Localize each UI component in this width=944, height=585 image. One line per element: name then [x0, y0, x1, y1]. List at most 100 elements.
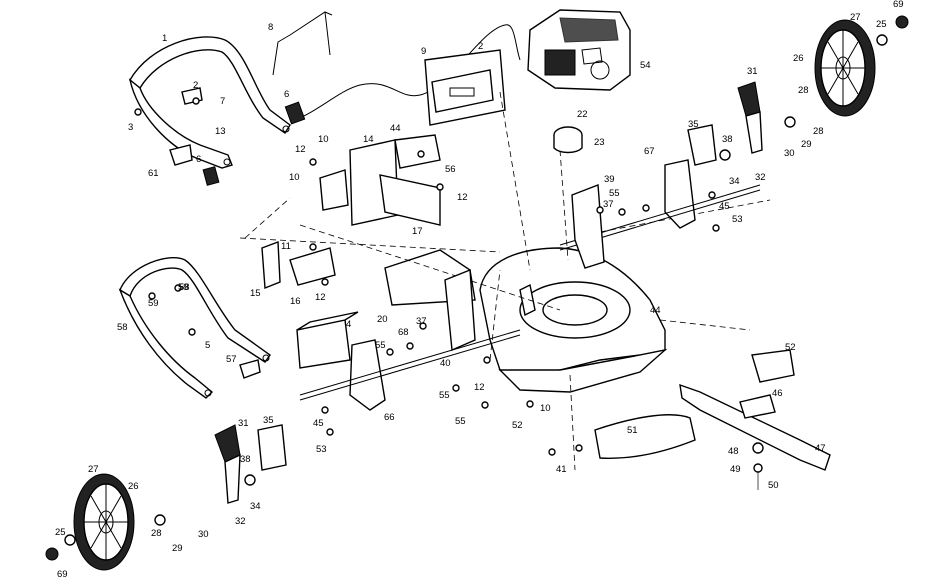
callout: 34: [250, 501, 261, 512]
callout: 61: [148, 168, 159, 179]
callout: 55: [609, 188, 620, 199]
height-adjuster-lever-rear: [737, 81, 763, 154]
height-adjust-plates: [444, 184, 605, 352]
callout: 32: [755, 172, 766, 183]
callout: 16: [290, 296, 301, 307]
callout: 59: [178, 282, 189, 293]
rear-wheel: [814, 19, 876, 117]
callout: 53: [732, 214, 743, 225]
left-axle-bracket: [299, 329, 521, 411]
callout: 29: [172, 543, 183, 554]
callout: 10: [540, 403, 551, 414]
callout: 14: [363, 134, 374, 145]
callout: 10: [289, 172, 300, 183]
discharge-chute: [296, 311, 359, 369]
callout: 27: [850, 12, 861, 23]
callout: 46: [772, 388, 783, 399]
blade-adapter: [739, 394, 776, 419]
callout: 34: [729, 176, 740, 187]
callout: 25: [55, 527, 66, 538]
callout: 37: [603, 199, 614, 210]
callout: 50: [768, 480, 779, 491]
callout: 67: [644, 146, 655, 157]
wheel-hardware: [45, 15, 909, 561]
callout: 55: [455, 416, 466, 427]
callout: 17: [412, 226, 423, 237]
mower-deck: [479, 247, 668, 393]
callout: 31: [238, 418, 249, 429]
callout: 66: [384, 412, 395, 423]
handle-brackets: [169, 87, 306, 379]
height-adjuster-lever-front: [214, 424, 241, 504]
callout: 1: [162, 33, 167, 44]
alignment-lines: [239, 91, 771, 471]
callout: 11: [281, 241, 291, 252]
upper-handle: [128, 36, 291, 169]
callout: 10: [318, 134, 329, 145]
callout: 44: [650, 305, 661, 316]
callout: 2: [478, 41, 483, 52]
callout: 55: [375, 340, 386, 351]
callout: 26: [793, 53, 804, 64]
blade-hardware: [752, 442, 764, 490]
callout: 28: [151, 528, 162, 539]
callout: 55: [439, 390, 450, 401]
wheel-bracket-front: [257, 424, 287, 471]
callout: 58: [117, 322, 128, 333]
callout: 68: [398, 327, 409, 338]
lower-handle: [118, 256, 271, 399]
callout: 12: [315, 292, 326, 303]
callout: 26: [128, 481, 139, 492]
fasteners: [134, 97, 720, 456]
callout: 12: [295, 144, 306, 155]
callout: 3: [128, 122, 133, 133]
callout: 53: [316, 444, 327, 455]
deck-baffle: [594, 414, 696, 459]
callout-labels: 1 2 2 3 4 5 6 6 7 8 9 10 10 10 11 12 12 …: [55, 0, 904, 580]
callout: 37: [416, 316, 427, 327]
callout: 58: [179, 282, 190, 293]
callout: 49: [730, 464, 741, 475]
callout: 31: [747, 66, 758, 77]
callout: 54: [640, 60, 651, 71]
callout: 56: [445, 164, 456, 175]
callout: 5: [205, 340, 210, 351]
callout: 69: [57, 569, 68, 580]
callout: 45: [719, 201, 730, 212]
callout: 13: [215, 126, 226, 137]
callout: 6: [196, 154, 201, 165]
control-rod: [272, 11, 333, 76]
callout: 35: [688, 119, 699, 130]
callout: 2: [193, 80, 198, 91]
callout: 8: [268, 22, 273, 33]
callout: 39: [604, 174, 615, 185]
callout: 69: [893, 0, 904, 10]
callout: 29: [801, 139, 812, 150]
callout: 45: [313, 418, 324, 429]
callout: 23: [594, 137, 605, 148]
throttle-cable: [294, 24, 521, 121]
mower-blade: [679, 383, 831, 471]
callout: 28: [798, 85, 809, 96]
callout: 38: [722, 134, 733, 145]
engine: [527, 9, 631, 91]
callout: 22: [577, 109, 588, 120]
callout: 51: [627, 425, 638, 436]
wheel-bracket-rear: [687, 124, 717, 166]
callout: 38: [240, 454, 251, 465]
callout: 52: [785, 342, 796, 353]
callout: 4: [346, 319, 351, 330]
front-wheel: [73, 473, 135, 571]
callout: 9: [421, 46, 426, 57]
callout: 15: [250, 288, 261, 299]
callout: 27: [88, 464, 99, 475]
control-panel: [424, 49, 506, 126]
callout: 59: [148, 298, 159, 309]
callout: 12: [474, 382, 485, 393]
engine-pulley: [553, 126, 583, 154]
rear-bracket: [261, 241, 336, 290]
callout: 25: [876, 19, 887, 30]
callout: 32: [235, 516, 246, 527]
callout: 52: [512, 420, 523, 431]
